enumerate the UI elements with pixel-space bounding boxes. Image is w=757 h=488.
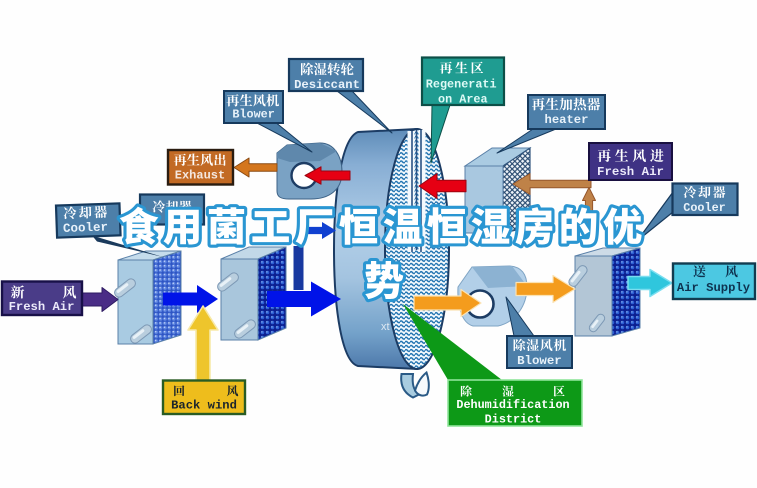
svg-text:on Area: on Area — [438, 92, 488, 106]
svg-text:Cooler: Cooler — [683, 201, 725, 215]
svg-text:Air Supply: Air Supply — [677, 281, 751, 295]
svg-text:Cooler: Cooler — [63, 221, 108, 237]
svg-text:Regenerati: Regenerati — [426, 78, 497, 92]
svg-text:Fresh Air: Fresh Air — [597, 165, 664, 179]
svg-text:Dehumidification: Dehumidification — [456, 398, 569, 412]
svg-text:Fresh Air: Fresh Air — [9, 300, 75, 314]
svg-text:Exhaust: Exhaust — [175, 168, 225, 182]
svg-text:Desiccant: Desiccant — [294, 78, 360, 92]
svg-text:Back wind: Back wind — [171, 399, 237, 413]
svg-text:District: District — [485, 413, 542, 427]
svg-text:heater: heater — [545, 113, 589, 127]
svg-text:Blower: Blower — [517, 354, 562, 368]
svg-text:xt: xt — [381, 321, 390, 333]
svg-text:Blower: Blower — [232, 108, 274, 122]
